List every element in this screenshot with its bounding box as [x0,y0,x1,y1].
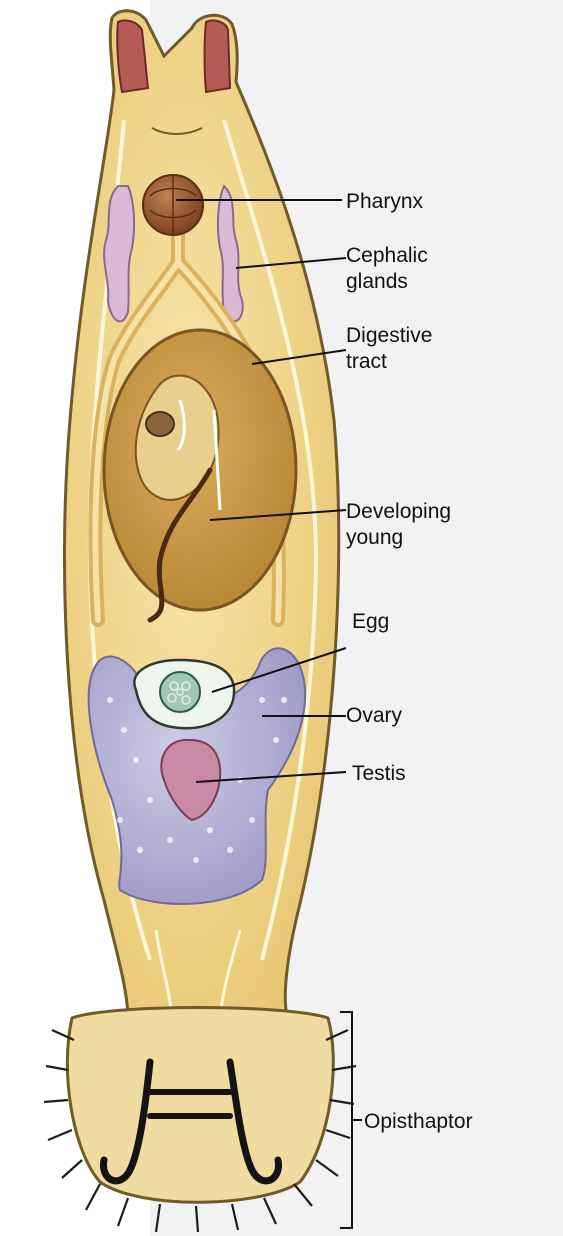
label-ovary: Ovary [346,704,403,727]
label-digestive-tract-2: tract [346,350,387,373]
label-opisthaptor: Opisthaptor [364,1110,473,1133]
label-testis: Testis [352,762,406,785]
label-egg: Egg [352,610,389,633]
label-developing-young-1: Developing [346,500,451,523]
embryo-nucleus [146,412,174,436]
label-developing-young-2: young [346,526,403,549]
head-muscle-right [205,20,231,92]
label-cephalic-glands-2: glands [346,270,408,293]
label-cephalic-glands-1: Cephalic [346,244,428,267]
label-pharynx: Pharynx [346,190,424,213]
egg-cell [160,672,200,712]
label-digestive-tract-1: Digestive [346,324,432,347]
